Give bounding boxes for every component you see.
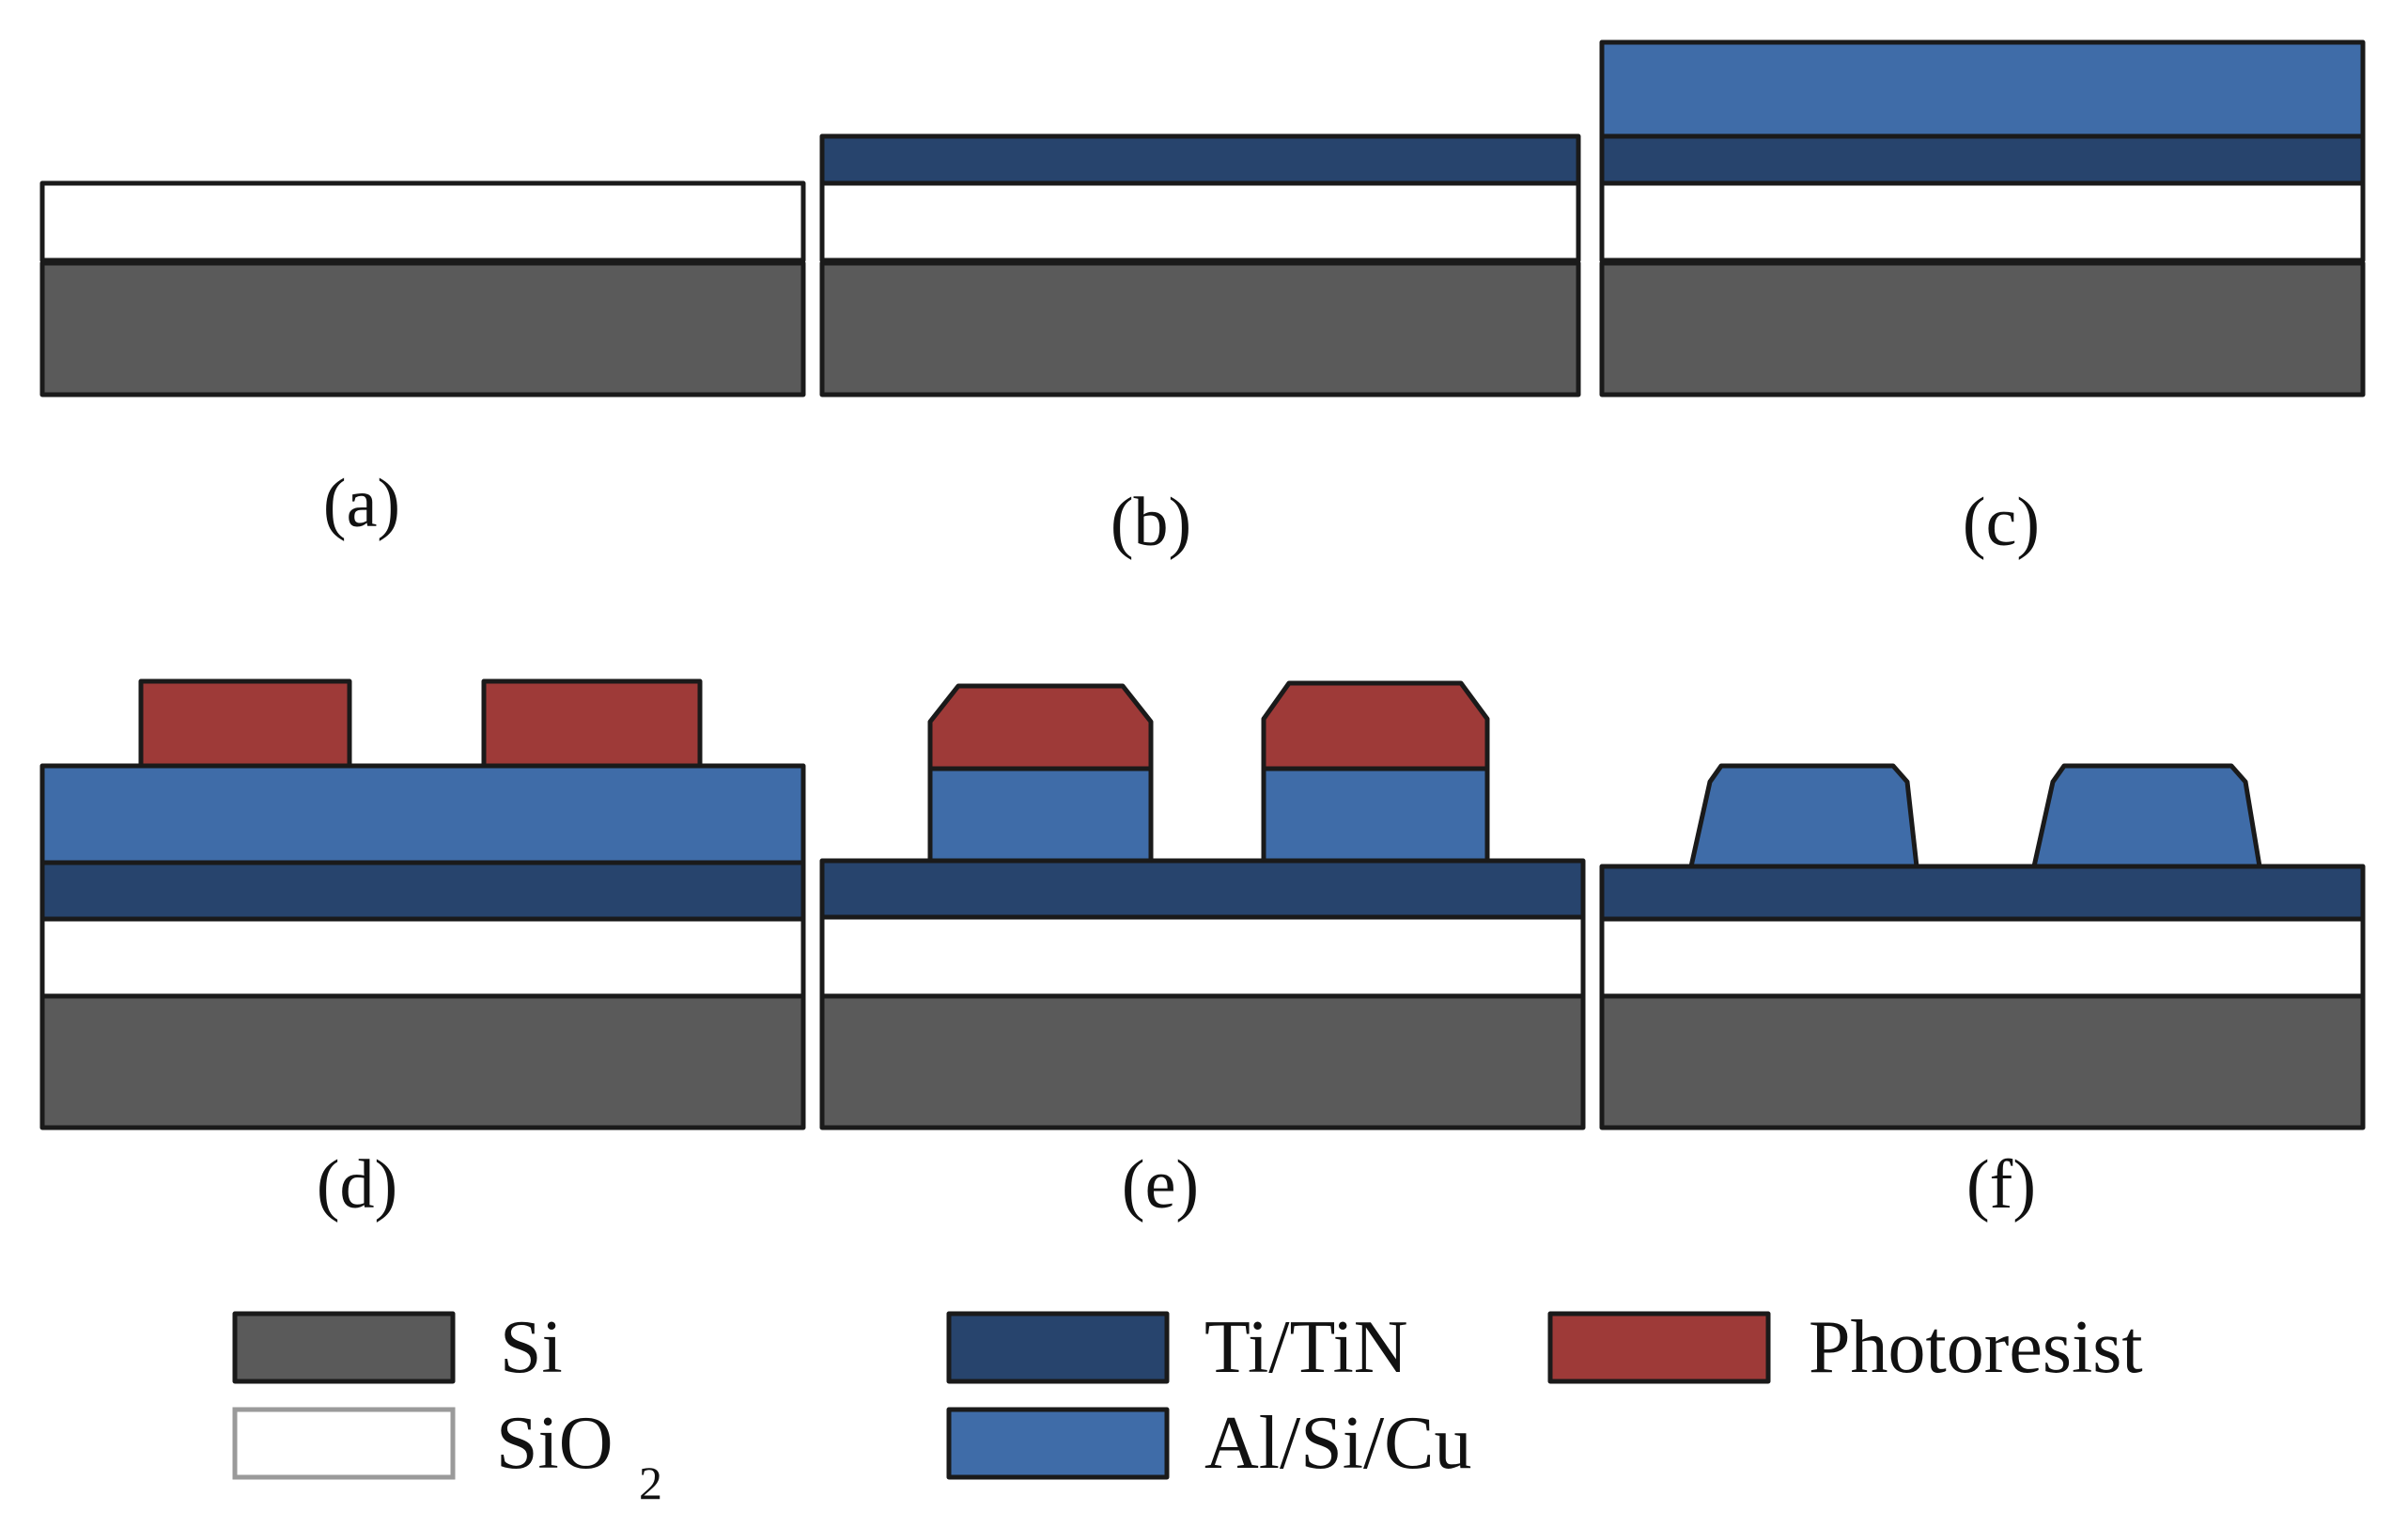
sio2-layer bbox=[819, 180, 1581, 263]
sio2-layer bbox=[39, 916, 806, 999]
si-layer bbox=[39, 993, 806, 1130]
panel-label-a: (a) bbox=[323, 465, 400, 542]
legend-item-si: Si bbox=[232, 1306, 563, 1389]
legend: Si SiO 2 Ti/TiN Al/Si/Cu Photoresist bbox=[232, 1306, 2143, 1509]
legend-item-ti-tin: Ti/TiN bbox=[946, 1306, 1408, 1389]
al-si-cu-layer bbox=[1599, 39, 2366, 139]
panel-b: (b) bbox=[819, 133, 1581, 561]
al-si-cu-line bbox=[1688, 763, 1919, 869]
legend-swatch-sio2 bbox=[232, 1407, 456, 1480]
panel-label-f: (f) bbox=[1966, 1146, 2036, 1223]
photoresist-cap bbox=[1261, 680, 1490, 771]
panel-label-c: (c) bbox=[1963, 484, 2040, 561]
legend-label-si: Si bbox=[500, 1306, 563, 1389]
panel-f: (f) bbox=[1599, 763, 2366, 1223]
photoresist-cap bbox=[927, 683, 1154, 771]
legend-swatch-si bbox=[232, 1311, 456, 1384]
panel-label-d: (d) bbox=[317, 1146, 397, 1223]
ti-tin-layer bbox=[39, 860, 806, 922]
legend-swatch-photoresist bbox=[1547, 1311, 1771, 1384]
legend-item-al-si-cu: Al/Si/Cu bbox=[946, 1402, 1472, 1485]
panel-a: (a) bbox=[39, 180, 806, 542]
sio2-layer bbox=[39, 180, 806, 263]
panel-c: (c) bbox=[1599, 39, 2366, 561]
ti-tin-layer bbox=[819, 858, 1586, 920]
si-layer bbox=[1599, 993, 2366, 1130]
panel-label-b: (b) bbox=[1111, 484, 1191, 561]
legend-label-ti-tin: Ti/TiN bbox=[1204, 1306, 1408, 1389]
ti-tin-layer bbox=[1599, 133, 2366, 186]
al-si-cu-layer bbox=[39, 763, 806, 865]
legend-label-sio2-subscript: 2 bbox=[639, 1457, 662, 1509]
photoresist-block bbox=[138, 678, 352, 769]
legend-label-al-si-cu: Al/Si/Cu bbox=[1204, 1402, 1472, 1485]
legend-item-sio2: SiO 2 bbox=[232, 1402, 662, 1509]
al-si-cu-pillar bbox=[927, 766, 1154, 864]
sio2-layer bbox=[819, 914, 1586, 999]
ti-tin-layer bbox=[1599, 864, 2366, 922]
al-si-cu-pillar bbox=[1261, 766, 1490, 864]
al-si-cu-line bbox=[2031, 763, 2262, 869]
si-layer bbox=[819, 260, 1581, 397]
legend-label-sio2: SiO bbox=[496, 1402, 614, 1485]
si-layer bbox=[819, 993, 1586, 1130]
legend-swatch-al-si-cu bbox=[946, 1407, 1170, 1480]
ti-tin-layer bbox=[819, 133, 1581, 186]
panel-d: (d) bbox=[39, 678, 806, 1223]
photoresist-block bbox=[481, 678, 703, 769]
legend-label-photoresist: Photoresist bbox=[1809, 1306, 2143, 1389]
legend-item-photoresist: Photoresist bbox=[1547, 1306, 2143, 1389]
panel-e: (e) bbox=[819, 680, 1586, 1223]
sio2-layer bbox=[1599, 180, 2366, 263]
si-layer bbox=[1599, 260, 2366, 397]
sio2-layer bbox=[1599, 916, 2366, 999]
si-layer bbox=[39, 260, 806, 397]
panel-label-e: (e) bbox=[1122, 1146, 1199, 1223]
legend-swatch-ti-tin bbox=[946, 1311, 1170, 1384]
